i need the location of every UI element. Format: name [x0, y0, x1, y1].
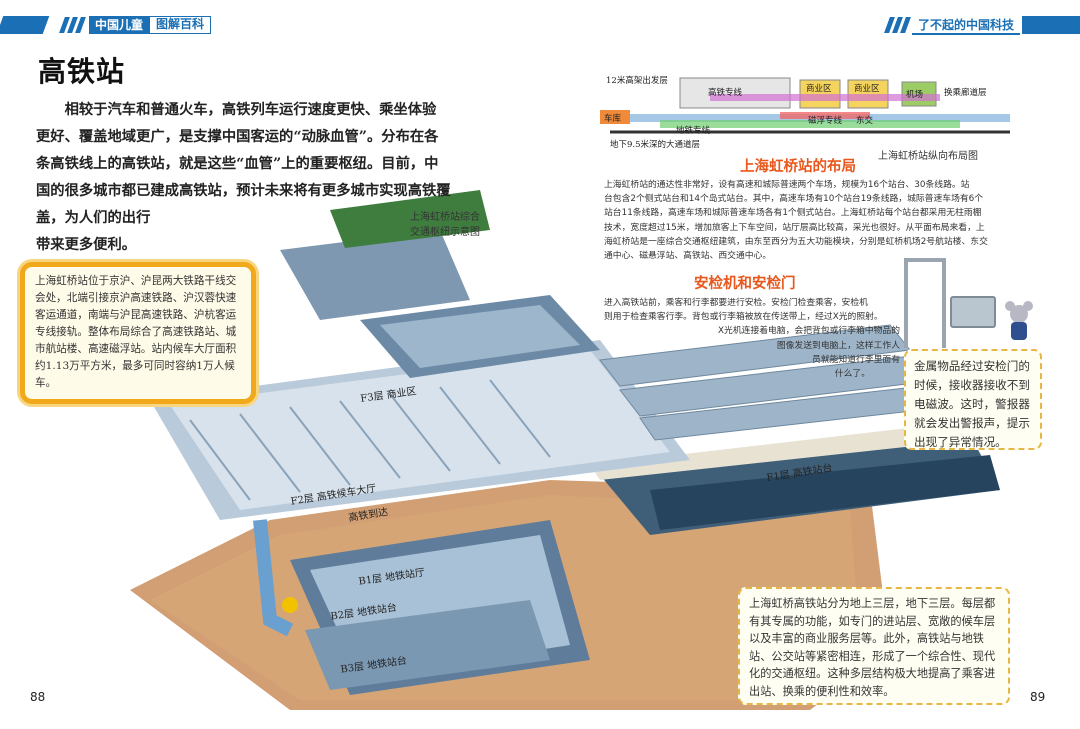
xsec-bottom-label: 地下9.5米深的大通道层 — [610, 140, 701, 150]
header-bar-decoration — [1022, 16, 1080, 34]
body-line: 进入高铁站前，乘客和行李都要进行安检。安检门检查乘客，安检机 — [604, 298, 868, 308]
chapter-title: 了不起的中国科技 — [911, 16, 1020, 35]
layout-section-title: 上海虹桥站的布局 — [740, 159, 856, 175]
intro-line: 相较于汽车和普通火车，高铁列车运行速度更快、乘坐体验 — [64, 102, 437, 118]
intro-line: 条高铁线上的高铁站，就是这些“血管”上的重要枢纽。目前，中 — [36, 156, 439, 172]
hub-caption: 上海虹桥站综合 交通枢纽示意图 — [410, 210, 480, 240]
cross-section-diagram — [600, 70, 1020, 152]
body-line: 海虹桥站是一座综合交通枢纽建筑，由东至西分为五大功能模块，分别是虹桥机场2号航站… — [604, 236, 988, 247]
hub-caption-line: 交通枢纽示意图 — [410, 227, 480, 238]
xsec-maglev: 磁浮专线 — [808, 116, 843, 126]
body-line: 员就能知道行李里面有 — [812, 354, 900, 365]
xsec-commerce-1: 商业区 — [806, 84, 832, 94]
page-title: 高铁站 — [38, 55, 126, 88]
xsec-hsr-line: 高铁专线 — [708, 88, 743, 98]
intro-line: 带来更多便利。 — [36, 237, 137, 253]
xsec-top-label: 12米高架出发层 — [606, 76, 668, 86]
body-line: 图像发送到电脑上，这样工作人 — [776, 340, 900, 351]
body-line: 技术，宽度超过15米，增加旅客上下车空间，站厅层高比较高，采光也很好。从平面布局… — [604, 222, 985, 233]
header-bar-decoration — [0, 16, 50, 34]
body-line: 台包含2个侧式站台和14个岛式站台。其中，高速车场有10个站台19条线路，城际普… — [604, 194, 984, 205]
page-number-right: 89 — [1030, 690, 1046, 704]
body-line: 则用于检查乘客行李。背包或行李箱被放在传送带上，经过X光的照射。 — [604, 312, 883, 323]
security-gate-icon — [904, 258, 946, 348]
cross-section-drawing — [600, 77, 1010, 134]
mouse-mascot-icon — [1005, 301, 1033, 340]
intro-line: 更好、覆盖地域更广，是支撑中国客运的“动脉血管”。分布在各 — [36, 129, 439, 145]
xray-scanner-icon — [950, 296, 996, 328]
layout-section-body: 上海虹桥站的通达性非常好，设有高速和城际普速两个车场，规模为16个站台、30条线… — [604, 178, 1028, 263]
hongqiao-info-box: 上海虹桥站位于京沪、沪昆两大铁路干线交会处，北端引接京沪高速铁路、沪汉蓉快速客运… — [20, 262, 256, 404]
left-page-header: 中国儿童 图解百科 — [0, 14, 212, 36]
xsec-commerce-2: 商业区 — [854, 84, 880, 94]
security-section-title: 安检机和安检门 — [694, 276, 796, 292]
station-cutaway-drawing — [130, 190, 1000, 710]
xsec-sanxiang: 东交 — [856, 116, 874, 126]
station-illustration — [130, 190, 1010, 710]
xsec-transfer: 换乘廊道层 — [944, 88, 987, 98]
intro-line: 国的很多城市都已建成高铁站，预计未来将有更多城市实现高铁覆 — [36, 183, 451, 199]
hub-caption-line: 上海虹桥站综合 — [410, 212, 480, 223]
header-stripes-decoration — [59, 17, 86, 33]
subseries-name: 图解百科 — [149, 16, 212, 34]
header-stripes-decoration — [884, 17, 911, 33]
station-layers-note: 上海虹桥高铁站分为地上三层，地下三层。每层都有其专属的功能，如专门的进站层、宽敞… — [738, 587, 1010, 705]
page-number-left: 88 — [30, 690, 46, 704]
body-line: 什么了。 — [834, 369, 870, 380]
series-name: 中国儿童 — [89, 16, 150, 34]
body-line: 站台11条线路，高速车场和城际普速车场各有1个侧式站台。上海虹桥站每个站台都采用… — [604, 208, 982, 219]
xsec-metro: 地铁专线 — [676, 126, 711, 136]
body-line: 通中心、磁悬浮站、高铁站、西交通中心。 — [604, 251, 772, 262]
xsec-parking: 车库 — [604, 114, 622, 124]
cross-section-caption: 上海虹桥站纵向布局图 — [878, 151, 978, 162]
body-line: 上海虹桥站的通达性非常好，设有高速和城际普速两个车场，规模为16个站台、30条线… — [604, 180, 970, 190]
xsec-airport: 机场 — [906, 90, 924, 100]
intro-paragraph: 相较于汽车和普通火车，高铁列车运行速度更快、乘坐体验 更好、覆盖地域更广，是支撑… — [36, 97, 510, 259]
right-page-header: 了不起的中国科技 — [884, 14, 1080, 36]
body-line: X光机连接着电脑，会把背包或行李箱中物品的 — [718, 326, 900, 337]
intro-line: 盖，为人们的出行 — [36, 210, 151, 226]
metal-alarm-note: 金属物品经过安检门的时候，接收器接收不到电磁波。这时，警报器就会发出警报声，提示… — [904, 349, 1042, 450]
security-section-body: 进入高铁站前，乘客和行李都要进行安检。安检门检查乘客，安检机 则用于检查乘客行李… — [604, 296, 900, 381]
